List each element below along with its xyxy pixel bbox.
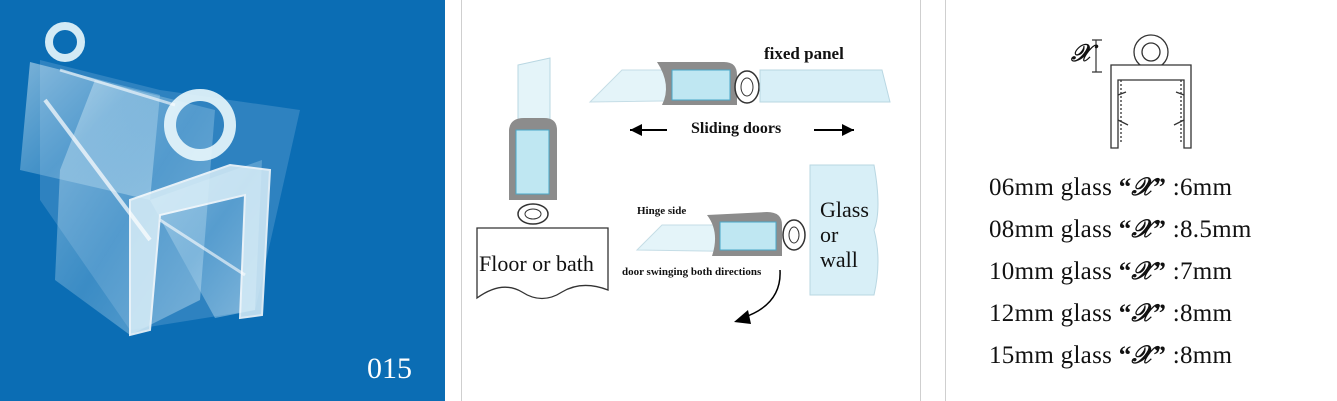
glass-wall-line1: Glass [820,197,869,222]
spec-row: 08mm glass “𝒳” :8.5mm [989,214,1252,243]
spec-symbol: 𝒳 [1131,256,1154,285]
spec-glass: 08mm glass [989,216,1113,243]
installation-illustrations [476,57,891,324]
spec-symbol: 𝒳 [1131,340,1154,369]
sliding-doors-label: Sliding doors [691,120,782,137]
spec-value: :8mm [1172,342,1233,369]
sliding-door-illustration [588,62,891,136]
hinge-side-label: Hinge side [637,205,687,217]
glass-wall-label: Glass or wall [820,197,869,272]
spec-value: :8mm [1172,300,1233,327]
spec-glass: 10mm glass [989,258,1113,285]
hinge-door-illustration [635,164,879,324]
profile-cross-section [1092,34,1192,149]
spec-row: 15mm glass “𝒳” :8mm [989,340,1233,369]
spec-row: 06mm glass “𝒳” :6mm [989,172,1233,201]
spec-symbol: 𝒳 [1131,214,1154,243]
door-swing-label: door swinging both directions [622,266,762,278]
spec-row: 12mm glass “𝒳” :8mm [989,298,1233,327]
spec-panel: 𝒳 06mm glass “𝒳” :6mm 08mm glass “𝒳” :8.… [945,0,1337,401]
spec-value: :6mm [1172,174,1233,201]
spec-symbol: 𝒳 [1131,298,1154,327]
floor-seal-illustration [476,57,609,300]
glass-wall-line3: wall [820,247,858,272]
installation-diagram-panel: fixed panel Sliding doors Hinge side doo… [461,0,921,401]
product-image-panel: 015 [0,0,445,401]
spec-value: :7mm [1172,258,1233,285]
spec-glass: 12mm glass [989,300,1113,327]
spec-row: 10mm glass “𝒳” :7mm [989,256,1233,285]
fixed-panel-label: fixed panel [764,44,844,63]
spec-glass: 15mm glass [989,342,1113,369]
product-code: 015 [367,352,412,385]
spec-glass: 06mm glass [989,174,1113,201]
dimension-x-symbol: 𝒳 [1071,38,1092,67]
spec-symbol: 𝒳 [1131,172,1154,201]
floor-label: Floor or bath [479,251,594,276]
seal-profile-render [20,22,300,337]
glass-wall-line2: or [820,222,839,247]
spec-value: :8.5mm [1172,216,1252,243]
